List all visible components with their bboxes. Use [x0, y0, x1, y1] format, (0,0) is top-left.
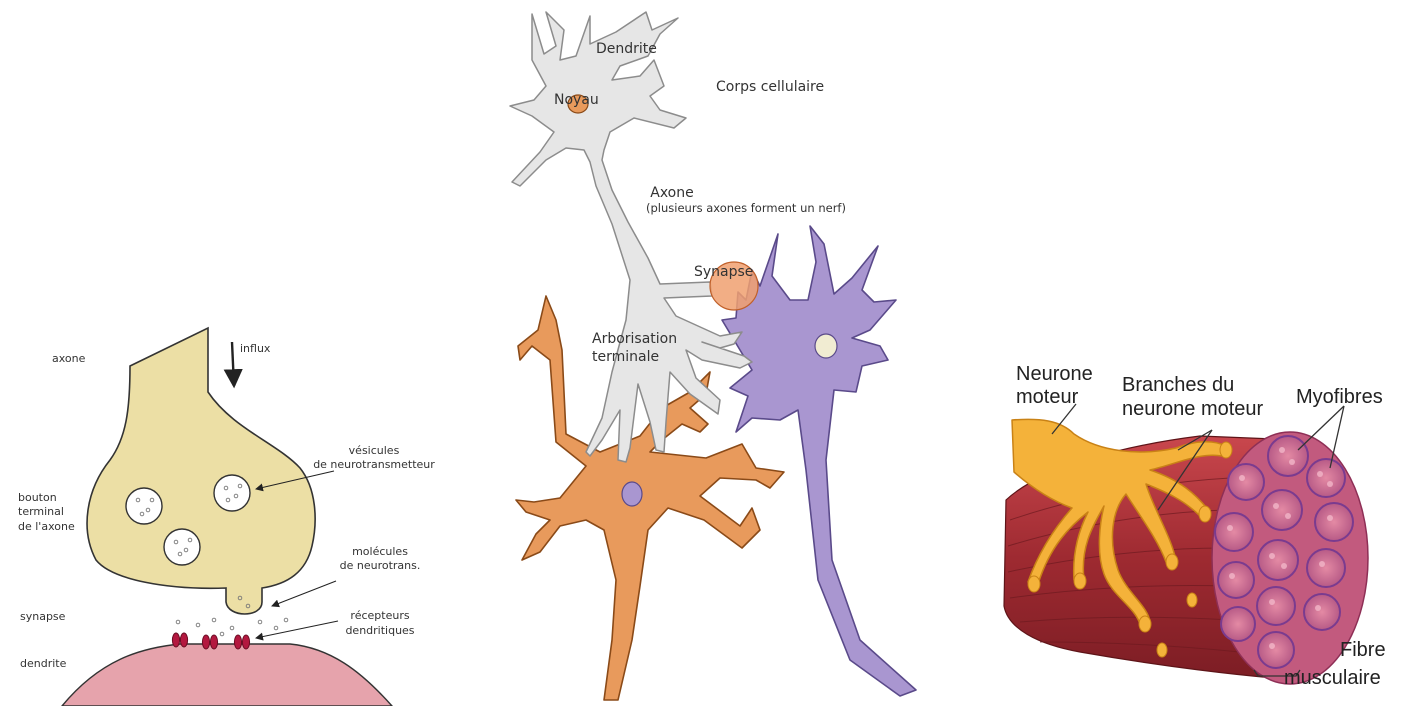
label-recepteurs-2: dendritiques	[345, 624, 414, 637]
influx-arrow	[232, 342, 234, 386]
label-arborisation-1: Arborisation	[592, 331, 677, 347]
myofibre	[1268, 436, 1308, 476]
label-arborisation-2: terminale	[592, 349, 659, 365]
receptor-pointer	[256, 621, 338, 638]
molecule-pointer	[272, 581, 336, 606]
label-noyau: Noyau	[554, 92, 599, 108]
label-molecules-2: de neurotrans.	[340, 559, 421, 572]
purple-nucleus	[815, 334, 837, 358]
vesicle	[164, 529, 200, 565]
myofibre	[1307, 549, 1345, 587]
label-neurone-1: Neurone	[1016, 363, 1093, 385]
label-bouton-3: de l'axone	[18, 520, 75, 533]
myofibre	[1307, 459, 1345, 497]
muscle-diagram: Neurone moteur Branches du neurone moteu…	[1004, 363, 1386, 689]
receptor	[180, 633, 187, 647]
myofibre	[1257, 587, 1295, 625]
receptor	[172, 633, 179, 647]
label-recepteurs-1: récepteurs	[350, 609, 409, 622]
myofibre	[1262, 490, 1302, 530]
label-vesicules-2: de neurotransmetteur	[313, 458, 435, 471]
label-neurone-2: moteur	[1016, 386, 1079, 408]
label-bouton-1: bouton	[18, 491, 57, 504]
myofibre	[1215, 513, 1253, 551]
receptor-group	[172, 633, 249, 649]
label-fibre-2: musculaire	[1284, 667, 1381, 689]
neuron-diagram: Dendrite Noyau Corps cellulaire Axone (p…	[510, 12, 916, 700]
receptor	[242, 635, 249, 649]
label-branches-1: Branches du	[1122, 374, 1234, 396]
receptor	[202, 635, 209, 649]
label-influx: influx	[240, 342, 271, 355]
myofibre	[1304, 594, 1340, 630]
label-corps-cellulaire: Corps cellulaire	[716, 79, 824, 95]
receptor	[210, 635, 217, 649]
label-axone: axone	[52, 352, 86, 365]
label-synapse: synapse	[20, 610, 66, 623]
orange-nucleus	[622, 482, 642, 506]
label-axone-neuron: Axone	[650, 185, 693, 201]
label-synapse-neuron: Synapse	[694, 264, 753, 280]
label-dendrite-neuron: Dendrite	[596, 41, 657, 57]
synapse-diagram: axone influx vésicules de neurotransmett…	[18, 328, 435, 706]
label-myofibres: Myofibres	[1296, 386, 1383, 408]
myofibre	[1221, 607, 1255, 641]
label-vesicules-1: vésicules	[349, 444, 400, 457]
vesicle	[126, 488, 162, 524]
myofibre	[1228, 464, 1264, 500]
myofibre	[1258, 632, 1294, 668]
myofibre	[1218, 562, 1254, 598]
dendrite-shape	[62, 644, 392, 706]
label-dendrite: dendrite	[20, 657, 67, 670]
label-branches-2: neurone moteur	[1122, 398, 1264, 420]
axon-terminal-shape	[87, 328, 315, 614]
vesicle	[214, 475, 250, 511]
receptor	[234, 635, 241, 649]
label-bouton-2: terminal	[18, 505, 64, 518]
myofibre	[1315, 503, 1353, 541]
label-fibre-1: Fibre	[1340, 639, 1386, 661]
label-axone-note: (plusieurs axones forment un nerf)	[646, 201, 846, 215]
label-molecules-1: molécules	[352, 545, 408, 558]
myofibre	[1258, 540, 1298, 580]
